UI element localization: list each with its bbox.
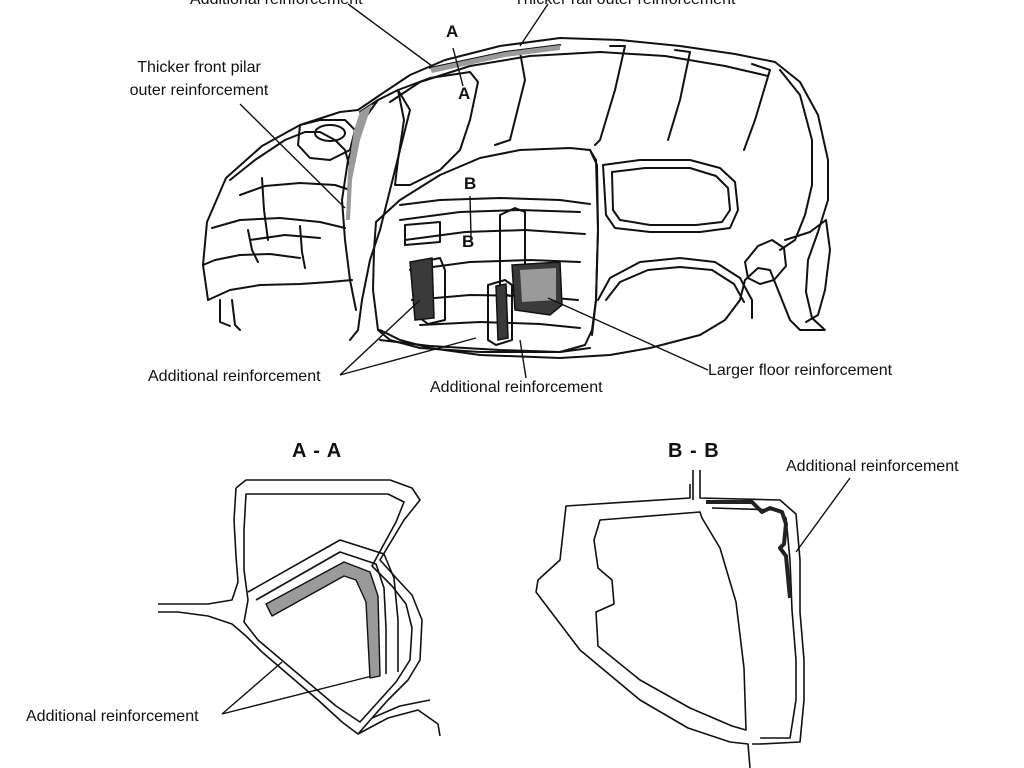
roof-rear-pillar	[779, 69, 813, 251]
roof-panel-4	[743, 63, 771, 151]
reinforcement-shade-roof	[430, 45, 560, 73]
radiator-support	[229, 131, 353, 181]
section-bb-reinforcement	[706, 500, 792, 599]
engine-bay-line-1	[239, 182, 351, 196]
leader-top-right	[519, 3, 549, 47]
dash-box	[404, 221, 441, 246]
cut-marker-a-top: A	[446, 22, 459, 41]
reinforcement-patch-left	[409, 257, 435, 321]
label-additional-reinforcement-center: Additional reinforcement	[430, 379, 603, 396]
cut-line-a	[452, 47, 464, 87]
floor-sill	[379, 339, 591, 353]
leader-aa-2	[221, 675, 373, 715]
front-bumper	[202, 253, 301, 266]
cut-line-b	[469, 195, 472, 237]
section-aa-outer	[158, 479, 423, 735]
floor-pan-line-5	[419, 321, 581, 329]
car-body-outline	[202, 37, 829, 359]
front-pillar	[349, 89, 411, 341]
label-thicker-rail-reinforcement-top: Thicker rail outer reinforcement	[514, 0, 735, 10]
roof-panel-1	[479, 51, 526, 146]
shock-tower-hole	[314, 124, 346, 142]
engine-bay-line-2	[247, 229, 259, 263]
label-additional-reinforcement-top: Additional reinforcement	[190, 0, 363, 10]
leader-bb	[795, 477, 851, 553]
label-additional-reinforcement-aa: Additional reinforcement	[26, 708, 199, 725]
label-front-pillar-reinforcement: Thicker front pilar outer reinforcement	[118, 58, 280, 101]
front-side-member	[211, 217, 346, 229]
section-bb-inner	[593, 511, 747, 731]
front-apron	[207, 279, 353, 301]
rear-quarter-window	[602, 159, 739, 233]
front-tie-bar	[249, 234, 321, 241]
label-front-pillar-line2: outer reinforcement	[129, 82, 269, 99]
leader-front-pillar	[239, 103, 346, 209]
section-bb-outer	[535, 470, 805, 768]
floor-pan-line-2	[404, 229, 586, 241]
label-additional-reinforcement-left: Additional reinforcement	[148, 368, 321, 385]
leader-additional-left-1	[339, 299, 421, 376]
shock-tower	[297, 119, 356, 161]
roof-panel-3	[667, 49, 691, 141]
cut-marker-a-bottom: A	[458, 84, 471, 103]
b-pillar	[589, 149, 599, 336]
leader-top-left	[347, 3, 433, 67]
cut-marker-b-bottom: B	[462, 232, 475, 251]
section-aa-title: A - A	[292, 440, 343, 462]
reinforcement-shade-pillar	[346, 104, 372, 220]
a-pillar-front-window	[394, 71, 479, 186]
roof-panel-2	[594, 45, 626, 146]
leader-additional-left-2	[339, 337, 477, 376]
engine-bay-line-3	[299, 225, 306, 269]
leader-aa-1	[221, 661, 283, 715]
engine-bay-line-4	[261, 177, 269, 241]
reinforcement-shade-floor	[520, 268, 556, 302]
rear-quarter-window-inner	[611, 167, 731, 226]
dash-panel	[399, 197, 591, 206]
label-additional-reinforcement-bb: Additional reinforcement	[786, 458, 959, 475]
label-larger-floor-reinforcement: Larger floor reinforcement	[708, 362, 893, 379]
section-aa-bottom-rail	[357, 699, 441, 737]
label-front-pillar-line1: Thicker front pilar	[137, 59, 261, 76]
leader-additional-center	[519, 339, 527, 379]
rear-bumper	[784, 219, 831, 323]
front-wheel-arch	[219, 299, 241, 331]
section-aa-layer-2	[255, 551, 387, 674]
leader-larger-floor	[547, 297, 709, 371]
cross-member-c	[487, 279, 513, 346]
cut-marker-b-top: B	[464, 174, 477, 193]
rear-wheel-arch	[597, 257, 753, 319]
reinforcement-patch-pillar	[495, 283, 509, 341]
section-aa-layer-1	[247, 539, 399, 672]
section-aa-inner	[243, 493, 413, 723]
section-bb-title: B - B	[668, 440, 720, 462]
section-aa-reinforcement	[265, 561, 381, 679]
rear-wheel-arch-inner	[605, 266, 745, 303]
rear-lamp	[744, 239, 787, 285]
floor-pan-line-1	[399, 209, 581, 221]
